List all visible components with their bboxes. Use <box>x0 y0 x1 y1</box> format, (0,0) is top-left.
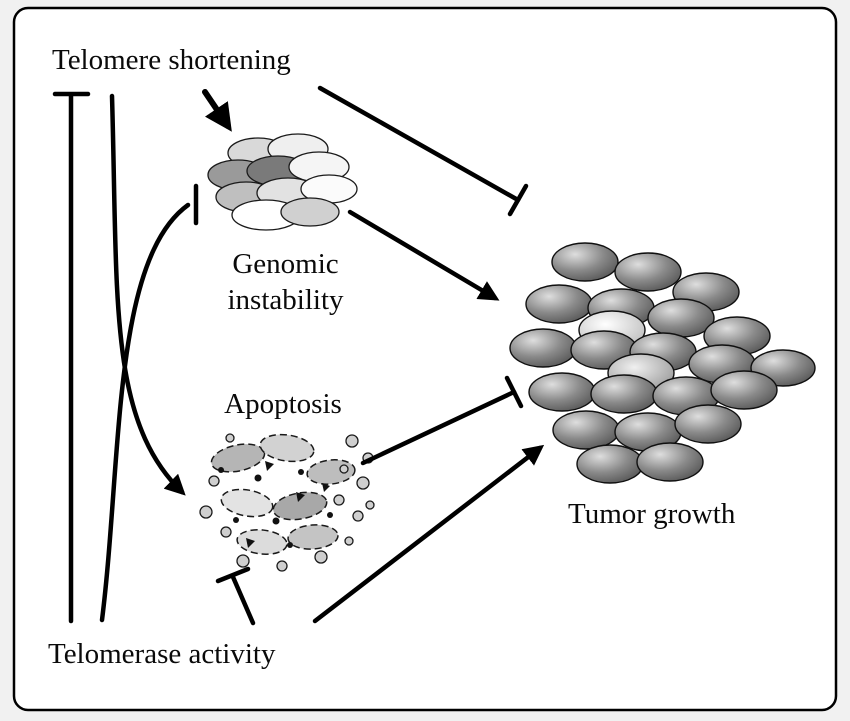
telomerase-activity-label: Telomerase activity <box>48 638 276 670</box>
genomic-instability-cluster <box>207 133 358 231</box>
edge-genomic-promotes-tumor <box>347 209 500 301</box>
edge-telomerase-inhibits-telomere <box>52 91 91 624</box>
tumor-growth-label: Tumor growth <box>568 498 736 530</box>
apoptosis-cluster <box>199 433 375 572</box>
edge-telomerase-inhibits-apoptosis <box>215 566 256 626</box>
edge-apoptosis-inhibits-tumor <box>360 375 524 466</box>
edge-telomere-promotes-apoptosis <box>109 93 186 496</box>
edge-telomere-inhibits-tumor <box>317 85 529 217</box>
edge-telomere-promotes-genomic <box>202 89 232 132</box>
telomere-shortening-label: Telomere shortening <box>52 44 291 76</box>
tumor-growth-cluster <box>509 242 816 484</box>
edge-telomerase-promotes-tumor <box>312 444 545 624</box>
apoptosis-label: Apoptosis <box>224 388 342 420</box>
genomic-instability-label: Genomic instability <box>227 248 344 316</box>
edge-telomerase-inhibits-genomic <box>99 183 199 623</box>
